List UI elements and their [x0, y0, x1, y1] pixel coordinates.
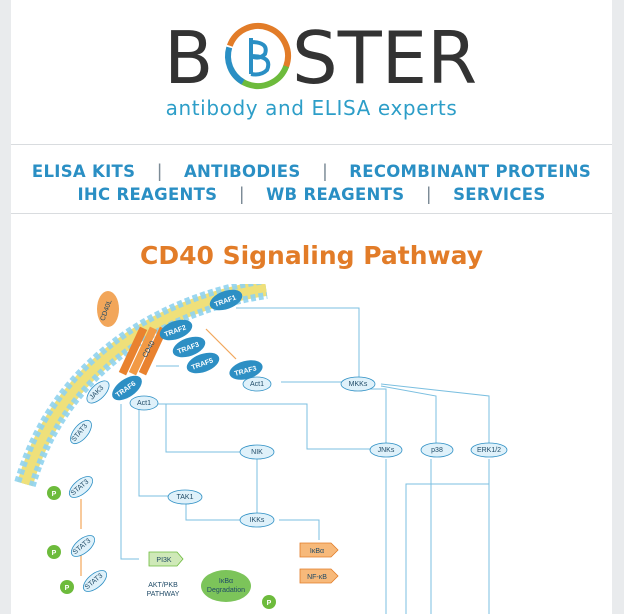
cd40l-node[interactable] [97, 291, 119, 327]
nav-separator: | [322, 161, 328, 181]
nav-separator: | [157, 161, 162, 181]
logo-circle-mark [225, 23, 291, 89]
tagline: antibody and ELISA experts [165, 96, 458, 120]
akt-label-1: AKT/PKB [148, 582, 178, 589]
erk-label: ERK1/2 [477, 447, 501, 454]
nav-row-1: ELISA KITS | ANTIBODIES | RECOMBINANT PR… [11, 161, 612, 182]
logo-letter-b: B [164, 18, 213, 92]
act1b-label: Act1 [137, 400, 151, 407]
phosphate-4 [262, 595, 276, 609]
ikb-degradation-node[interactable] [201, 570, 251, 602]
jak3-node[interactable] [83, 377, 113, 407]
nav-elisa-kits[interactable]: ELISA KITS [31, 162, 136, 181]
nav-antibodies[interactable]: ANTIBODIES [183, 162, 301, 181]
act1a-node[interactable] [242, 376, 272, 392]
pathway-diagram[interactable]: CD40L CD40 TRAF1 TRAF2 TRAF3 TRAF5 TRAF6… [11, 284, 612, 614]
orange-arrows [80, 328, 237, 576]
ikks-node[interactable] [239, 512, 275, 528]
p38-node[interactable] [420, 442, 454, 458]
phosphate-3-label: P [65, 585, 70, 592]
logo-letters-ster: STER [292, 18, 477, 92]
ikks-label: IKKs [250, 517, 265, 524]
page-title: CD40 Signaling Pathway [139, 241, 484, 270]
phosphate-3 [60, 580, 74, 594]
pi3k-label: PI3K [156, 557, 172, 564]
nik-label: NIK [251, 449, 263, 456]
nav-separator: | [239, 184, 245, 204]
traf3b-node[interactable] [227, 357, 265, 383]
pathway-arrows [120, 307, 490, 614]
stat3b-node[interactable] [66, 473, 96, 502]
cd40-receptor[interactable] [118, 326, 168, 376]
signal-nodes: Act1 Act1 JAK3 STAT3 STAT3 STAT3 STAT3 M… [66, 376, 508, 596]
stat3c-node[interactable] [68, 532, 98, 561]
nav-recombinant-proteins[interactable]: RECOMBINANT PROTEINS [349, 162, 592, 181]
email-body: B STER antibody and ELISA experts ELISA … [11, 0, 612, 614]
nav-separator: | [426, 184, 432, 204]
svg-text:STER: STER [292, 18, 477, 92]
nav-services[interactable]: SERVICES [453, 185, 546, 204]
stat3a-node[interactable] [67, 417, 96, 447]
main-nav: ELISA KITS | ANTIBODIES | RECOMBINANT PR… [11, 145, 612, 214]
nfkb-label: NF-κB [307, 574, 327, 581]
phosphate-1-label: P [52, 491, 57, 498]
ikb-label: IκBα [310, 548, 324, 555]
mkks-node[interactable] [340, 376, 376, 392]
effector-nodes: PI3K AKT/PKB PATHWAY IκBα NF-κB IκBα Deg… [147, 542, 339, 602]
ikb-node[interactable] [299, 542, 339, 558]
ikb-degradation-label-2: Degradation [207, 587, 245, 594]
akt-label-2: PATHWAY [147, 591, 180, 598]
header: B STER antibody and ELISA experts [11, 0, 612, 145]
act1a-label: Act1 [250, 381, 264, 388]
stat3d-node[interactable] [80, 567, 110, 596]
tak1-node[interactable] [167, 489, 203, 505]
phosphate-2-label: P [52, 550, 57, 557]
ikb-degradation-label-1: IκBα [219, 578, 233, 585]
mkks-label: MKKs [349, 381, 368, 388]
act1b-node[interactable] [129, 395, 159, 411]
nav-ihc-reagents[interactable]: IHC REAGENTS [77, 185, 218, 204]
phosphate-1 [47, 486, 61, 500]
jnks-label: JNKs [378, 447, 395, 454]
nfkb-node[interactable] [299, 568, 339, 584]
boster-logo[interactable]: B STER [11, 18, 612, 92]
nav-row-2: IHC REAGENTS | WB REAGENTS | SERVICES [11, 184, 612, 205]
phosphate-markers: P P P P [47, 486, 276, 609]
pi3k-node[interactable] [148, 551, 184, 567]
traf1-node[interactable] [207, 286, 245, 315]
traf5-node[interactable] [184, 349, 222, 378]
traf6-node[interactable] [108, 371, 146, 405]
p38-label: p38 [431, 447, 443, 454]
tak1-label: TAK1 [177, 494, 194, 501]
nik-node[interactable] [239, 444, 275, 460]
traf3-node[interactable] [170, 333, 208, 362]
nav-wb-reagents[interactable]: WB REAGENTS [266, 185, 405, 204]
phosphate-2 [47, 545, 61, 559]
erk-node[interactable] [470, 442, 508, 458]
svg-text:B: B [164, 18, 213, 92]
traf-nodes: TRAF1 TRAF2 TRAF3 TRAF5 TRAF6 TRAF3 [108, 286, 265, 405]
phosphate-4-label: P [267, 600, 272, 607]
jnks-node[interactable] [369, 442, 403, 458]
traf2-node[interactable] [157, 316, 195, 345]
cell-membrane [14, 284, 268, 488]
